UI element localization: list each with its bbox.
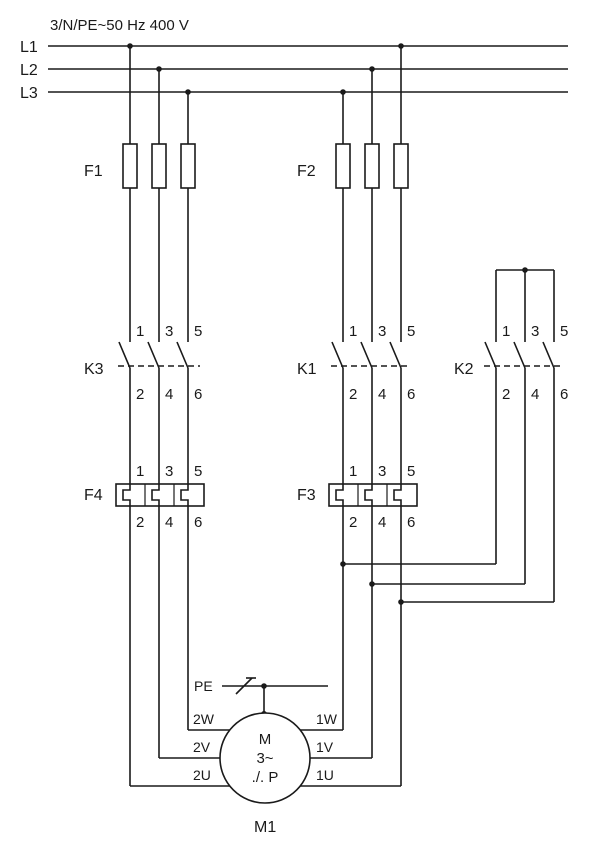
bus-label-l2: L2 [20,62,38,79]
contactor-label-k3: K3 [84,361,104,378]
pin-label: 4 [378,386,386,403]
junction-dot [261,683,267,689]
thermal-element [180,484,189,506]
pe-label: PE [194,678,213,694]
fuse-f1-l2 [151,143,167,189]
motor-symbol-m: M [259,731,272,748]
contact-k1-1 [331,341,344,369]
thermal-element [122,484,131,506]
contact-k3-1 [118,341,131,369]
pin-label: 1 [349,463,357,480]
pin-label: 5 [194,463,202,480]
contact-k2-2 [513,341,526,369]
contactor-label-k1: K1 [297,361,317,378]
fuse-f2-1 [335,143,351,189]
pin-label: 5 [407,463,415,480]
pin-label: 2 [502,386,510,403]
pin-label: 5 [560,323,568,340]
branch-right [484,267,562,602]
pin-label: 6 [407,514,415,531]
terminal-1w: 1W [316,711,338,727]
pin-label: 6 [194,514,202,531]
contact-k1-2 [360,341,373,369]
pin-label: 2 [349,386,357,403]
pin-label: 5 [407,323,415,340]
bus-label-l3: L3 [20,85,38,102]
thermal-element [335,484,344,506]
pin-label: 1 [349,323,357,340]
motor-label-m1: M1 [254,819,276,836]
pin-label: 1 [136,323,144,340]
supply-title: 3/N/PE~50 Hz 400 V [50,17,189,34]
terminal-1u: 1U [316,767,334,783]
bus-label-l1: L1 [20,39,38,56]
pin-label: 2 [136,514,144,531]
fuse-f1-l1 [122,143,138,189]
thermal-element [364,484,373,506]
contact-k1-3 [389,341,402,369]
pin-label: 4 [531,386,539,403]
overload-label-f3: F3 [297,487,316,504]
terminal-2v: 2V [193,739,211,755]
terminal-2w: 2W [193,711,215,727]
terminal-2u: 2U [193,767,211,783]
branch-left [115,46,236,787]
branch-middle [294,46,554,787]
thermal-element [393,484,402,506]
fuse-f1-l3 [180,143,196,189]
contact-k3-3 [176,341,189,369]
motor-symbol-poles: ./. P [252,769,279,786]
pin-label: 1 [136,463,144,480]
contact-k2-1 [484,341,497,369]
terminal-1v: 1V [316,739,334,755]
pin-label: 4 [165,386,173,403]
junction-dot [369,581,375,587]
thermal-element [151,484,160,506]
motor-symbol-phases: 3~ [256,750,273,767]
pin-label: 2 [349,514,357,531]
pin-label: 4 [378,514,386,531]
pin-label: 3 [531,323,539,340]
pin-label: 2 [136,386,144,403]
pe-conductor [222,677,328,717]
pin-label: 3 [378,323,386,340]
overload-label-f4: F4 [84,487,103,504]
motor-m1 [219,712,311,804]
pin-label: 3 [378,463,386,480]
fuse-f2-3 [393,143,409,189]
pin-label: 3 [165,463,173,480]
pin-label: 6 [194,386,202,403]
fuse-f2-2 [364,143,380,189]
junction-dot [340,561,346,567]
pin-label: 5 [194,323,202,340]
junction-dot [398,599,404,605]
pin-label: 6 [560,386,568,403]
pin-label: 3 [165,323,173,340]
fuse-label-f1: F1 [84,163,103,180]
pin-label: 1 [502,323,510,340]
contactor-label-k2: K2 [454,361,474,378]
contact-k2-3 [542,341,555,369]
fuse-label-f2: F2 [297,163,316,180]
pin-label: 6 [407,386,415,403]
contact-k3-2 [147,341,160,369]
pin-label: 4 [165,514,173,531]
